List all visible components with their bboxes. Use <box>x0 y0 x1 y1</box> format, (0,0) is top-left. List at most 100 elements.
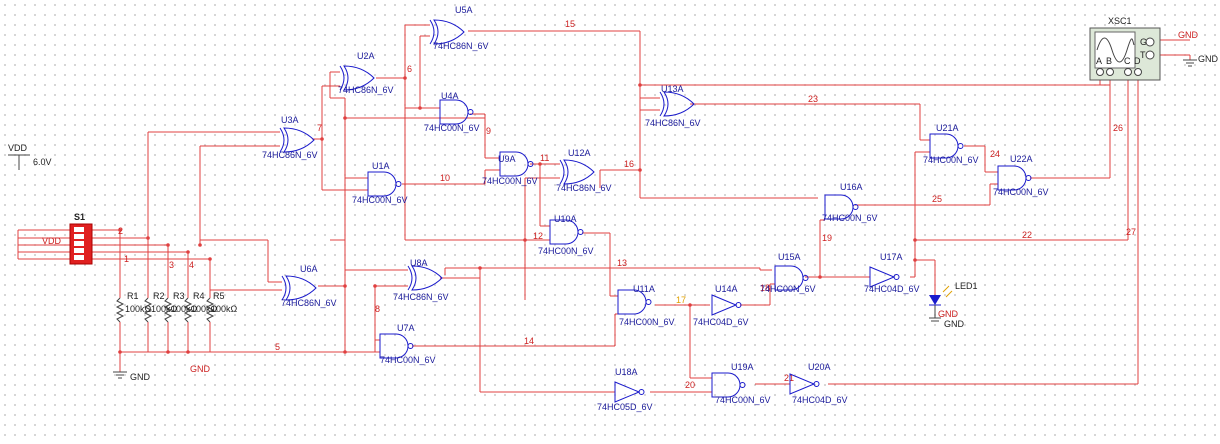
wires <box>17 24 1191 393</box>
scope-pin-t: T <box>1140 50 1146 60</box>
net-27: 27 <box>1126 227 1136 237</box>
gate-ref: U14A <box>715 284 738 294</box>
scope-pin-a: A <box>1096 56 1102 66</box>
not-gate-icon <box>869 266 896 288</box>
not-gate-icon <box>711 294 738 316</box>
switch-vdd-label: VDD <box>42 236 62 246</box>
net-8: 8 <box>375 304 380 314</box>
net-11: 11 <box>540 153 549 163</box>
net-1: 1 <box>124 254 129 264</box>
net-12: 12 <box>533 231 543 241</box>
r5-ref: R5 <box>213 291 225 301</box>
gate-ref: U7A <box>397 323 415 333</box>
net-26: 26 <box>1113 123 1123 133</box>
net-9: 9 <box>486 126 491 136</box>
gate-ref: U10A <box>554 214 577 224</box>
gate-ref: U19A <box>731 362 754 372</box>
gate-part-number: 74HC00N_6V <box>538 246 594 256</box>
gate-part-number: 74HC00N_6V <box>424 123 480 133</box>
gate-part-number: 74HC86N_6V <box>556 183 612 193</box>
gate-u10a[interactable]: U10A 74HC00N_6V <box>538 214 594 256</box>
xor-gate-icon <box>563 159 595 185</box>
gate-part-number: 74HC00N_6V <box>760 284 816 294</box>
gate-part-number: 74HC86N_6V <box>393 292 449 302</box>
gate-u18a[interactable]: U18A 74HC05D_6V <box>597 367 653 412</box>
net-6: 6 <box>407 64 412 74</box>
gate-ref: U5A <box>455 5 473 15</box>
xor-gate-icon <box>285 275 317 301</box>
xor-gate-icon <box>343 65 375 91</box>
r3-ref: R3 <box>173 291 185 301</box>
resistors <box>115 297 215 323</box>
gate-part-number: 74HC00N_6V <box>715 395 771 405</box>
scope-gnd-1: GND <box>1178 30 1199 40</box>
r2-value: 100kΩ <box>151 304 178 314</box>
led-icon <box>929 285 953 322</box>
vdd-value: 6.0V <box>33 157 52 167</box>
gate-part-number: 74HC00N_6V <box>352 195 408 205</box>
gate-ref: U11A <box>633 284 655 294</box>
gate-u11a[interactable]: U11A 74HC00N_6V <box>617 284 675 327</box>
ground-icon <box>113 371 127 379</box>
gate-part-number: 74HC00N_6V <box>619 317 675 327</box>
gate-part-number: 74HC86N_6V <box>262 150 318 160</box>
scope-gnd-2: GND <box>1198 54 1219 64</box>
xor-gate-icon <box>433 19 465 45</box>
nand-gate-icon <box>439 99 469 125</box>
gnd-label-left: GND <box>130 372 151 382</box>
dip-switch[interactable]: S1 VDD <box>42 212 93 265</box>
net-4: 4 <box>189 260 194 270</box>
net-24: 24 <box>990 149 1000 159</box>
net-5: 5 <box>275 342 280 352</box>
net-22: 22 <box>1022 230 1032 240</box>
gate-ref: U21A <box>936 123 959 133</box>
net-20: 20 <box>685 380 695 390</box>
gate-u12a[interactable]: U12A 74HC86N_6V <box>556 148 612 193</box>
net-19: 19 <box>822 233 832 243</box>
scope-pin-b: B <box>1106 56 1112 66</box>
net-labels: 2 1 3 4 5 6 7 8 9 10 11 12 13 14 15 16 1… <box>118 19 1136 390</box>
gate-part-number: 74HC00N_6V <box>993 187 1049 197</box>
gate-u19a[interactable]: U19A 74HC00N_6V <box>711 362 771 405</box>
gate-u22a[interactable]: U22A 74HC00N_6V <box>993 154 1049 197</box>
gate-part-number: 74HC00N_6V <box>822 213 878 223</box>
gate-part-number: 74HC00N_6V <box>923 155 979 165</box>
gate-u14a[interactable]: U14A 74HC04D_6V <box>693 284 749 327</box>
oscilloscope-screen-icon <box>1094 31 1136 69</box>
gate-ref: U12A <box>568 148 591 158</box>
net-15: 15 <box>565 19 575 29</box>
r1-ref: R1 <box>127 291 139 301</box>
gate-ref: U2A <box>357 51 375 61</box>
not-gate-icon <box>614 381 641 403</box>
gate-ref: U15A <box>778 252 801 262</box>
net-13: 13 <box>617 258 627 268</box>
gate-part-number: 74HC86N_6V <box>645 118 701 128</box>
net-14: 14 <box>524 336 534 346</box>
r5-value: 100kΩ <box>211 304 238 314</box>
gate-ref: U22A <box>1010 154 1033 164</box>
gate-part-number: 74HC04D_6V <box>693 317 749 327</box>
gate-ref: U6A <box>300 264 318 274</box>
net-25: 25 <box>932 194 942 204</box>
scope-pin-g: G <box>1140 37 1147 47</box>
gate-ref: U18A <box>615 367 638 377</box>
oscilloscope[interactable]: XSC1 A B C D G T <box>1089 16 1161 81</box>
gate-u21a[interactable]: U21A 74HC00N_6V <box>923 123 979 165</box>
gate-u15a[interactable]: U15A 74HC00N_6V <box>760 252 816 294</box>
gnd-label-mid: GND <box>190 364 211 374</box>
gate-part-number: 74HC05D_6V <box>597 402 653 412</box>
r2-ref: R2 <box>153 291 165 301</box>
